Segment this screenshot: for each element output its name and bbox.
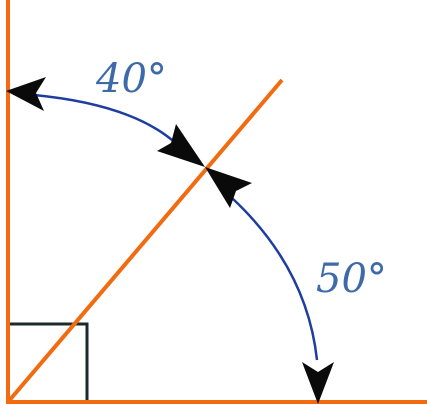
- angle-label-40: 40°: [95, 56, 167, 102]
- arrowhead-left: [6, 77, 46, 111]
- right-angle-marker: [8, 322, 89, 402]
- arrowhead-lower-inner: [205, 167, 252, 208]
- arc-lower-50: [231, 197, 319, 361]
- arrowhead-bottom: [302, 362, 334, 404]
- arrowhead-upper-inner: [157, 124, 205, 167]
- diagonal-line: [6, 78, 284, 404]
- angle-label-50: 50°: [316, 256, 387, 302]
- arc-upper-40: [33, 93, 173, 141]
